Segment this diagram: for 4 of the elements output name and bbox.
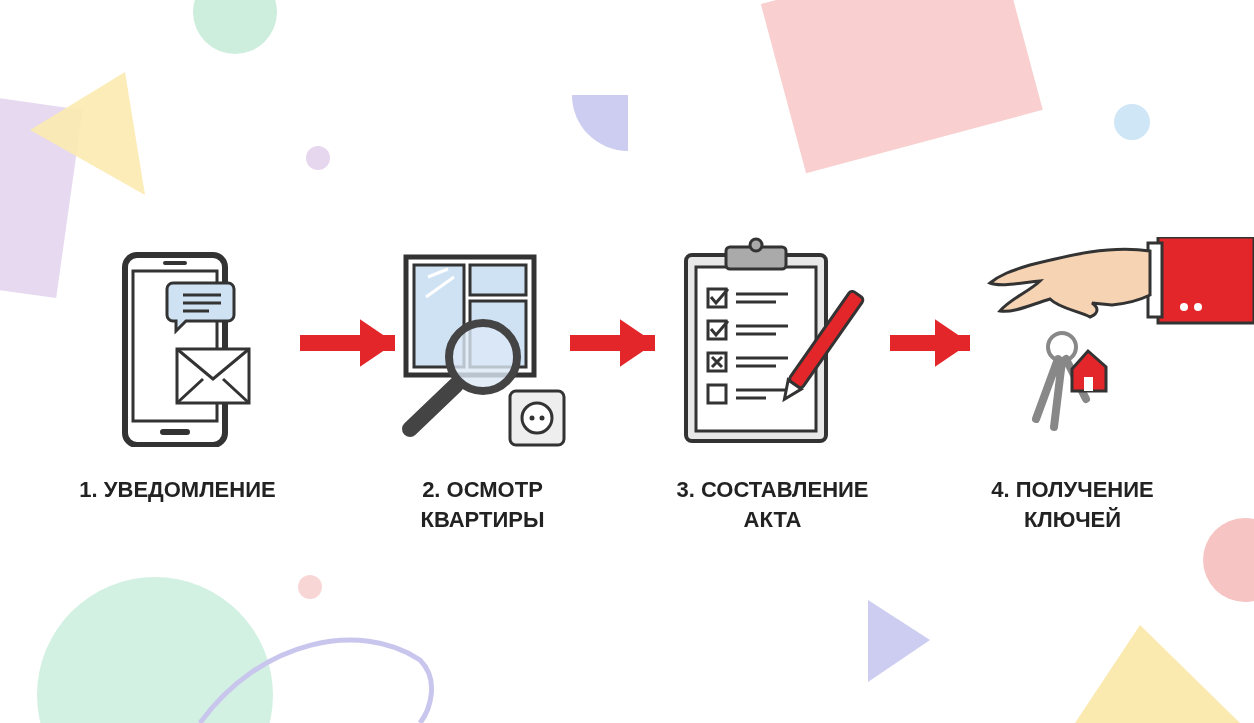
step-label: 2. ОСМОТР КВАРТИРЫ: [419, 476, 546, 534]
step-label: 4. ПОЛУЧЕНИЕ КЛЮЧЕЙ: [990, 476, 1155, 534]
step-label: 3. СОСТАВЛЕНИЕ АКТА: [675, 476, 870, 534]
step-label: 1. УВЕДОМЛЕНИЕ: [78, 476, 277, 504]
